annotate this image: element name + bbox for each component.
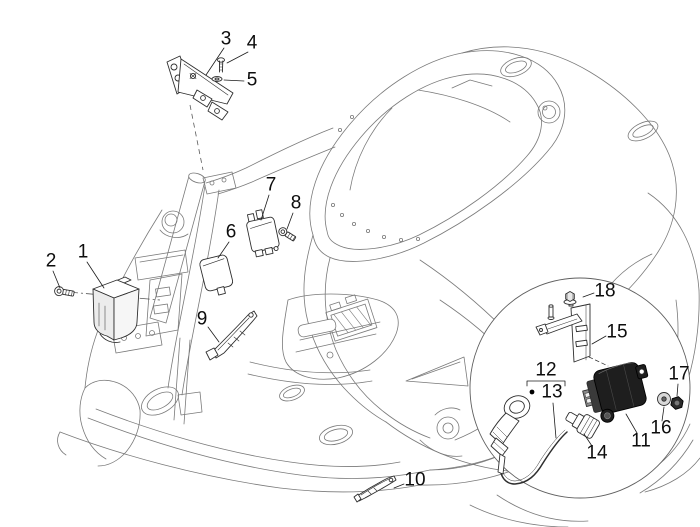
part-18-nut: [563, 291, 577, 305]
part-15-coil-bracket: [535, 295, 609, 367]
part-10-bracket: [353, 475, 397, 503]
loose-parts: [54, 55, 397, 503]
part-3-support-bracket: [166, 55, 234, 121]
detail-circle-parts: [489, 291, 684, 485]
part-17-nut: [670, 396, 684, 410]
part-14-cable-connector: [565, 411, 600, 439]
vent-oval: [500, 56, 532, 78]
part-9-bracket: [205, 310, 258, 361]
part-12-marker-dot: [529, 389, 535, 395]
part-11-ignition-coil: [582, 362, 649, 423]
part-13-spark-plug-cap: [489, 389, 568, 485]
part-1-control-unit: [92, 276, 140, 343]
part-5-washer: [211, 76, 223, 82]
battery: [325, 294, 378, 342]
rim-bolt-holes: [330, 115, 420, 242]
part-8-screw: [278, 227, 297, 242]
part-16-washer: [657, 392, 671, 406]
part-7-relay: [246, 209, 280, 258]
fuel-cap: [537, 100, 561, 124]
callout-leader-lines: [52, 47, 679, 489]
part-4-screw: [217, 57, 225, 73]
part-6-relay: [199, 254, 234, 296]
part-2-screw: [54, 286, 75, 297]
assembly-axis-lines: [67, 104, 204, 301]
detail-circle: [469, 277, 691, 499]
